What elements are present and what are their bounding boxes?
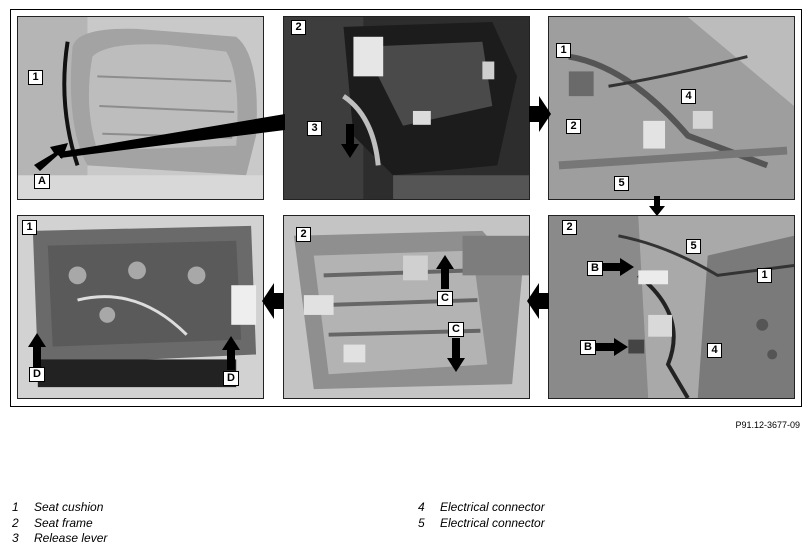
callout-1: 1 [28,70,43,85]
callout-5: 5 [686,239,701,254]
callout-C: C [448,322,464,337]
pointer-arrow-release-lever [341,124,359,158]
pointer-arrow-b-upper [602,258,634,276]
callout-D: D [223,371,239,386]
pointer-arrow-a [34,143,68,171]
callout-2: 2 [296,227,311,242]
flow-arrow-left-1 [527,283,549,319]
photo-electrical-connectors-detached [548,215,795,399]
callout-1: 1 [556,43,571,58]
leader-line-zoom [60,114,285,158]
callout-1: 1 [22,220,37,235]
photo-seat-cushion-removed [17,215,264,399]
callout-4: 4 [707,343,722,358]
callout-1: 1 [757,268,772,283]
flow-arrow-right [529,96,551,132]
pointer-arrow-c-down [447,338,465,372]
flow-arrow-down [649,196,665,216]
callout-4: 4 [681,89,696,104]
photo-seat-frame-release-lever [283,16,530,200]
callout-2: 2 [566,119,581,134]
figure-id: P91.12-3677-09 [735,420,800,430]
pointer-arrow-d-left [28,333,46,367]
pointer-arrow-b-lower [596,338,628,356]
callout-B: B [580,340,596,355]
callout-5: 5 [614,176,629,191]
callout-A: A [34,174,50,189]
flow-arrow-left-2 [262,283,284,319]
callout-B: B [587,261,603,276]
photo-seat-frame-underside [283,215,530,399]
photo-electrical-connectors-top [548,16,795,200]
callout-D: D [29,367,45,382]
callout-2: 2 [562,220,577,235]
pointer-arrow-d-right [222,336,240,370]
callout-2: 2 [291,20,306,35]
pointer-arrow-c-up [436,255,454,289]
callout-3: 3 [307,121,322,136]
callout-C: C [437,291,453,306]
